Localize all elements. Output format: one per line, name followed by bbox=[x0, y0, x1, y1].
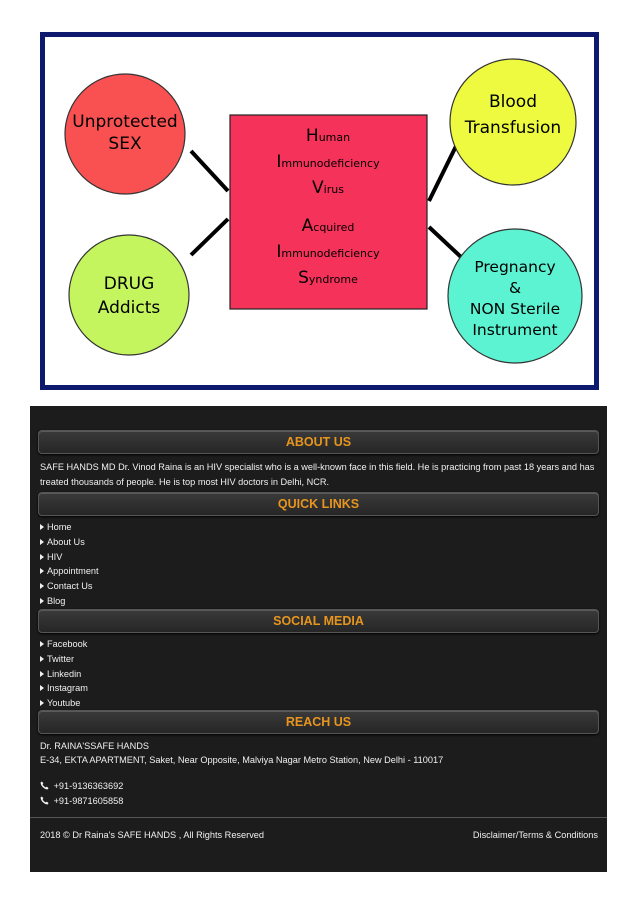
site-footer: ABOUT US SAFE HANDS MD Dr. Vinod Raina i… bbox=[30, 406, 607, 872]
social-link-facebook[interactable]: Facebook bbox=[40, 637, 88, 652]
definition-line: Syndrome bbox=[298, 268, 358, 288]
quick-link-blog[interactable]: Blog bbox=[40, 594, 99, 609]
hiv-aids-center-box bbox=[229, 114, 428, 310]
circle-label-line: Unprotected bbox=[72, 112, 177, 132]
caret-right-icon bbox=[40, 538, 44, 545]
social-link-twitter[interactable]: Twitter bbox=[40, 652, 88, 667]
unprotected-sex-circle bbox=[64, 73, 186, 195]
hiv-aids-definition: HumanImmunodeficiencyVirusAcquiredImmuno… bbox=[276, 126, 380, 288]
caret-right-icon bbox=[40, 641, 44, 647]
phone-row-2[interactable]: +91-9871605858 bbox=[40, 794, 123, 808]
link-label[interactable]: Appointment bbox=[47, 566, 99, 577]
caret-right-icon bbox=[40, 568, 44, 575]
social-link-youtube[interactable]: Youtube bbox=[40, 696, 88, 711]
about-us-heading: ABOUT US bbox=[38, 430, 599, 454]
connector-drug-addicts bbox=[189, 217, 230, 257]
circle-label-line: SEX bbox=[108, 134, 142, 154]
link-label[interactable]: Facebook bbox=[47, 639, 88, 649]
quick-link-about-us[interactable]: About Us bbox=[40, 535, 99, 550]
reach-us-heading: REACH US bbox=[38, 710, 599, 734]
caret-right-icon bbox=[40, 597, 44, 604]
link-label[interactable]: Twitter bbox=[47, 653, 75, 664]
copyright-text: 2018 © Dr Raina's SAFE HANDS , All Right… bbox=[40, 830, 265, 840]
drug-addicts-label: DRUG Addicts bbox=[98, 274, 161, 318]
definition-line: Human bbox=[306, 126, 350, 146]
clinic-name: Dr. RAINA'SSAFE HANDS bbox=[40, 741, 149, 751]
caret-right-icon bbox=[40, 700, 44, 707]
quick-link-contact-us[interactable]: Contact Us bbox=[40, 579, 99, 594]
social-media-heading: SOCIAL MEDIA bbox=[38, 609, 599, 633]
link-label[interactable]: Linkedin bbox=[47, 668, 82, 679]
diagram-canvas: HumanImmunodeficiencyVirusAcquiredImmuno… bbox=[64, 58, 583, 364]
quick-link-home[interactable]: Home bbox=[40, 520, 99, 535]
clinic-address: E-34, EKTA APARTMENT, Saket, Near Opposi… bbox=[40, 755, 444, 765]
circle-label-line: Pregnancy bbox=[474, 258, 555, 276]
phone-row-1[interactable]: +91-9136363692 bbox=[40, 779, 123, 793]
link-label[interactable]: Blog bbox=[47, 595, 66, 606]
quick-link-hiv[interactable]: HIV bbox=[40, 550, 99, 565]
link-label[interactable]: Contact Us bbox=[47, 581, 93, 592]
caret-right-icon bbox=[40, 685, 44, 692]
quick-links-heading: QUICK LINKS bbox=[38, 492, 599, 516]
caret-right-icon bbox=[40, 553, 44, 560]
definition-line: Immunodeficiency bbox=[276, 152, 380, 172]
disclaimer-link[interactable]: Disclaimer/Terms & Conditions bbox=[472, 830, 598, 840]
circle-label-line: Addicts bbox=[98, 298, 161, 318]
blood-transfusion-circle bbox=[449, 58, 577, 186]
footer-divider bbox=[30, 817, 607, 818]
phone-number[interactable]: +91-9136363692 bbox=[53, 781, 124, 791]
phone-icon bbox=[40, 781, 49, 790]
caret-right-icon bbox=[40, 670, 44, 677]
about-us-text: SAFE HANDS MD Dr. Vinod Raina is an HIV … bbox=[40, 462, 595, 487]
connector-pregnancy bbox=[427, 225, 463, 259]
circle-label-line: Blood bbox=[489, 92, 537, 112]
definition-line: Acquired bbox=[302, 216, 355, 236]
caret-right-icon bbox=[40, 524, 44, 530]
social-link-linkedin[interactable]: Linkedin bbox=[40, 667, 88, 682]
circle-label-line: DRUG bbox=[104, 274, 155, 294]
definition-line: Immunodeficiency bbox=[276, 242, 380, 262]
circle-label-line: Instrument bbox=[472, 321, 557, 339]
caret-right-icon bbox=[40, 583, 44, 590]
pregnancy-circle bbox=[447, 228, 583, 364]
link-label[interactable]: About Us bbox=[47, 536, 85, 547]
circle-label-line: Transfusion bbox=[464, 118, 561, 138]
phone-icon bbox=[40, 796, 49, 805]
circle-label-line: NON Sterile bbox=[470, 300, 560, 318]
definition-line: Virus bbox=[312, 178, 344, 198]
connector-unprotected-sex bbox=[189, 149, 230, 193]
link-label[interactable]: Instagram bbox=[47, 683, 88, 694]
link-label[interactable]: Youtube bbox=[47, 698, 81, 709]
circle-label-line: & bbox=[509, 279, 521, 297]
social-link-instagram[interactable]: Instagram bbox=[40, 681, 88, 696]
phone-number[interactable]: +91-9871605858 bbox=[53, 796, 124, 806]
link-label[interactable]: Home bbox=[47, 522, 72, 532]
link-label[interactable]: HIV bbox=[47, 551, 63, 562]
caret-right-icon bbox=[40, 655, 44, 662]
quick-link-appointment[interactable]: Appointment bbox=[40, 564, 99, 579]
drug-addicts-circle bbox=[68, 234, 190, 356]
